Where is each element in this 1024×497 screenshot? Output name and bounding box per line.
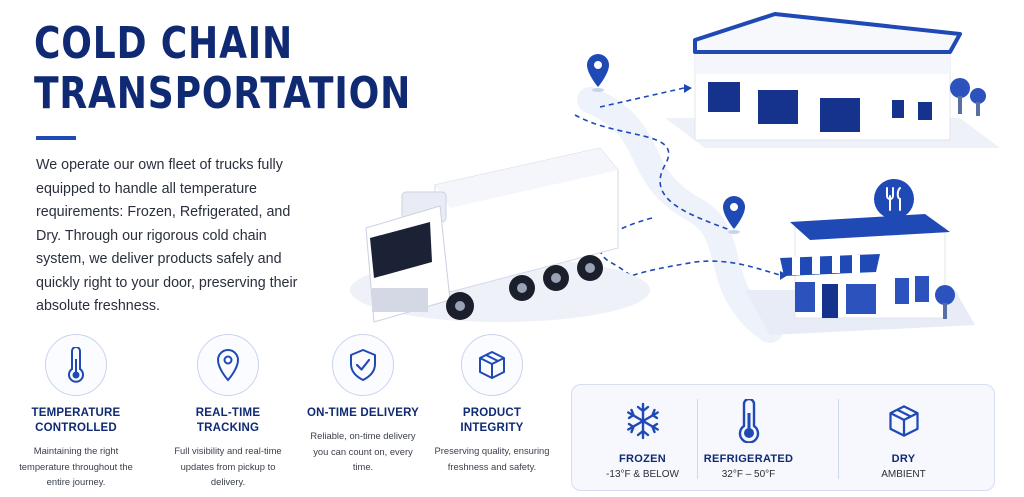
zone-frozen: FROZEN -13°F & BELOW [572,385,713,492]
zone-name: FROZEN [618,453,667,465]
intro-paragraph: We operate our own fleet of trucks fully… [36,157,298,314]
storefront-building [745,179,975,335]
feature-icon-circle [45,334,107,396]
feature-on-time-delivery: ON-TIME DELIVERY Reliable, on-time deliv… [305,334,421,475]
box-icon [888,405,919,437]
location-pin-icon [216,348,240,382]
feature-icon-circle [332,334,394,396]
feature-description: Reliable, on-time delivery you can count… [310,430,416,472]
feature-temperature-controlled: TEMPERATURE CONTROLLED Maintaining the r… [18,334,134,490]
feature-title: ON-TIME DELIVERY [306,407,420,419]
location-pin-icon [587,54,609,92]
feature-icon-circle [197,334,259,396]
feature-description: Full visibility and real-time updates fr… [174,445,282,487]
zone-divider [697,399,698,479]
snowflake-icon [626,402,659,440]
cold-chain-illustration [350,12,1000,343]
feature-product-integrity: PRODUCT INTEGRITY Preserving quality, en… [434,334,550,474]
title-line-1: COLD CHAIN [34,18,294,69]
zone-dry: DRY AMBIENT [833,385,974,492]
feature-real-time-tracking: REAL-TIME TRACKING Full visibility and r… [170,334,286,490]
zone-name: REFRIGERATED [703,453,794,465]
zone-range: 32°F – 50°F [721,469,776,480]
feature-title: PRODUCT INTEGRITY [460,407,524,434]
feature-title: TEMPERATURE CONTROLLED [31,407,121,434]
page-title: COLD CHAIN TRANSPORTATION [34,18,412,119]
zone-range: AMBIENT [881,469,926,480]
temperature-zones-panel: FROZEN -13°F & BELOW REFRIGERATED 32°F –… [571,384,995,491]
box-icon [479,351,505,379]
zone-range: -13°F & BELOW [606,469,679,480]
zone-name: DRY [891,453,916,465]
zone-refrigerated: REFRIGERATED 32°F – 50°F [678,385,819,492]
warehouse-building [665,12,1000,148]
refrigerated-truck [350,147,650,323]
shield-check-icon [350,349,376,381]
feature-description: Maintaining the right temperature throug… [19,445,133,487]
thermometer-icon [738,399,759,443]
thermometer-icon [68,347,84,383]
title-line-2: TRANSPORTATION [34,68,412,119]
location-pin-icon [723,196,745,234]
feature-description: Preserving quality, ensuring freshness a… [434,445,550,472]
feature-icon-circle [461,334,523,396]
zone-divider [838,399,839,479]
feature-title: REAL-TIME TRACKING [195,407,261,434]
title-underline [36,136,76,140]
